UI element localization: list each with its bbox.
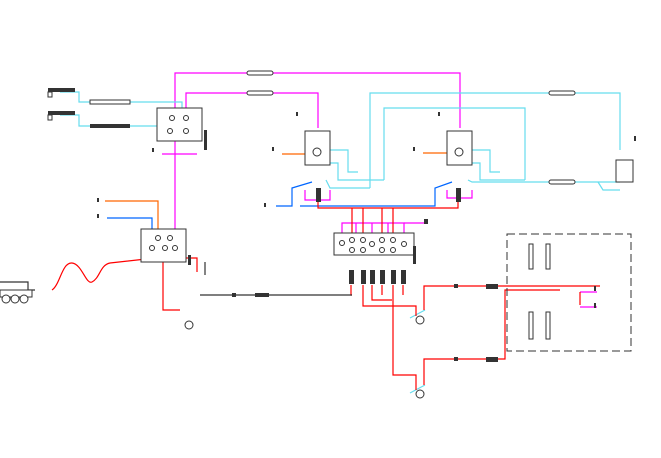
dashed-package-area	[506, 233, 632, 352]
orange-lines	[105, 152, 447, 238]
feed-tanks	[47, 88, 75, 121]
reactor-tanks	[304, 130, 634, 183]
pumps	[184, 315, 425, 399]
red-lines	[51, 190, 600, 390]
filters	[316, 188, 461, 284]
heat-exchangers	[89, 70, 576, 362]
package-columns	[528, 243, 551, 340]
trailer	[0, 289, 33, 304]
magenta-lines	[162, 72, 597, 308]
valve-manifolds	[140, 107, 416, 265]
instrument-tags	[97, 112, 636, 361]
